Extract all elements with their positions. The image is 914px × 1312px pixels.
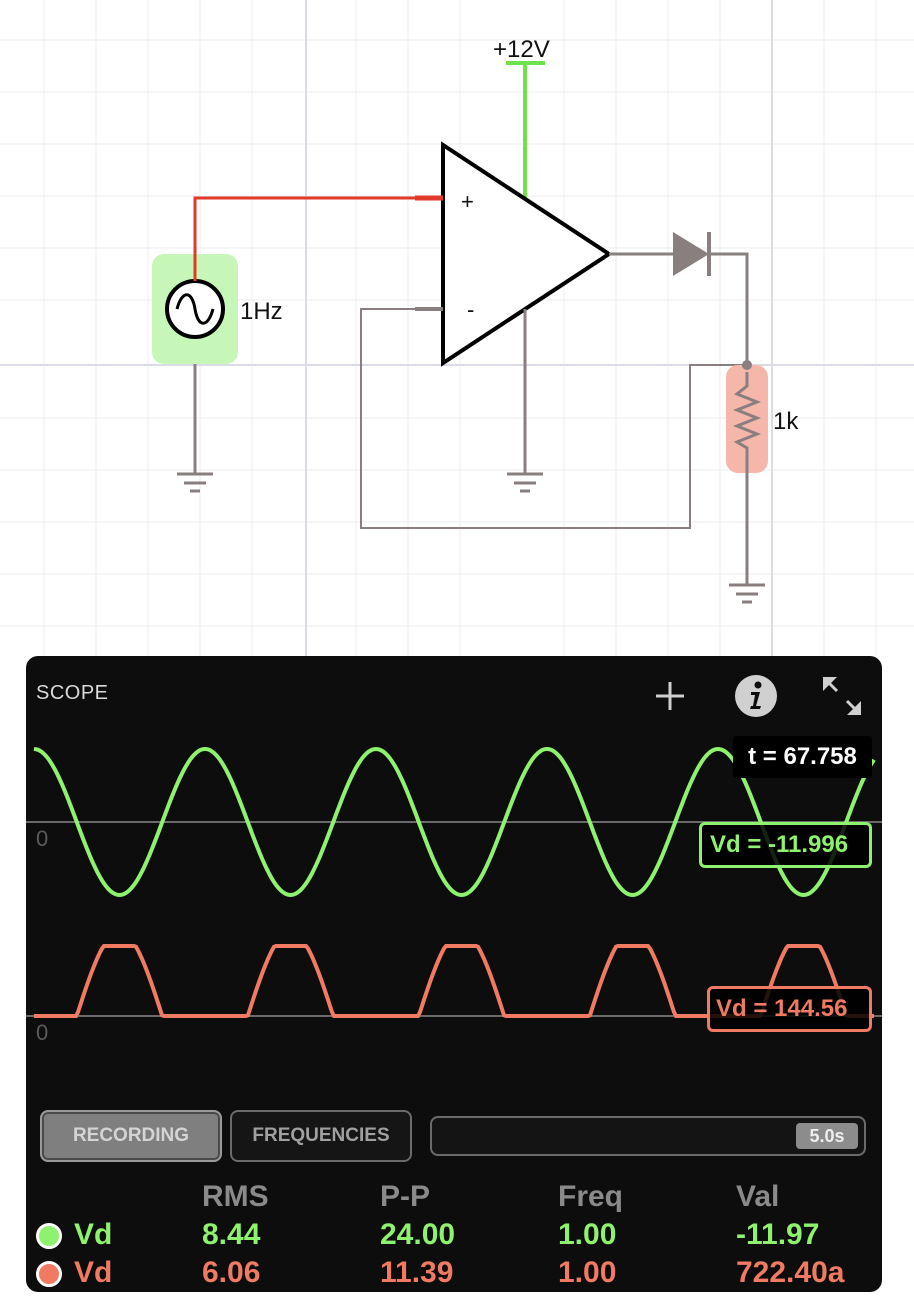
stats-freq-value: 1.00 <box>558 1256 617 1289</box>
resistor[interactable]: 1k <box>726 360 799 473</box>
opamp-plus-label: + <box>461 189 474 214</box>
opamp[interactable]: + - <box>441 141 613 367</box>
stats-table: RMS P-P Freq Val Vd 8.44 24.00 1.00 -11.… <box>26 1166 882 1292</box>
input-wire[interactable] <box>193 195 443 276</box>
stats-rms-value: 8.44 <box>202 1218 261 1251</box>
stats-val-value: -11.97 <box>736 1218 820 1251</box>
timebase-slider[interactable]: 5.0s <box>430 1116 866 1156</box>
stats-channel-name: Vd <box>74 1218 113 1251</box>
source-ground[interactable] <box>177 364 213 493</box>
zero-label-2: 0 <box>36 1020 48 1045</box>
source-frequency-label: 1Hz <box>240 298 283 325</box>
opamp-ground[interactable] <box>507 309 543 493</box>
timebase-value: 5.0s <box>796 1123 858 1149</box>
feedback-wire[interactable] <box>360 307 745 529</box>
channel1-toggle-icon[interactable] <box>36 1223 62 1249</box>
zero-label-1: 0 <box>36 826 48 851</box>
ac-source[interactable]: 1Hz <box>152 254 283 364</box>
scope-title: SCOPE <box>36 682 109 704</box>
channel1-readout: Vd = -11.996 <box>699 822 872 868</box>
expand-icon[interactable] <box>820 674 864 718</box>
supply-node[interactable]: +12V <box>493 36 550 198</box>
resistor-ground[interactable] <box>729 460 765 604</box>
stats-pp-value: 24.00 <box>380 1218 456 1251</box>
stats-freq-value: 1.00 <box>558 1218 617 1251</box>
stats-header-freq: Freq <box>558 1180 624 1213</box>
channel2-toggle-icon[interactable] <box>36 1261 62 1287</box>
stats-header-rms: RMS <box>202 1180 269 1213</box>
opamp-minus-label: - <box>467 297 474 322</box>
stats-pp-value: 11.39 <box>380 1256 454 1289</box>
resistor-label: 1k <box>773 408 799 435</box>
diode[interactable] <box>609 232 749 365</box>
frequencies-button[interactable]: FREQUENCIES <box>230 1110 412 1162</box>
time-readout: t = 67.758 <box>733 736 872 778</box>
stats-header-val: Val <box>736 1180 780 1213</box>
info-icon[interactable] <box>734 674 778 718</box>
scope-panel[interactable]: SCOPE 0 0 t = 67.758 Vd = -11.996 Vd = 1… <box>26 656 882 1292</box>
background-grid-major <box>0 0 914 656</box>
stats-header-pp: P-P <box>380 1180 431 1213</box>
stats-rms-value: 6.06 <box>202 1256 261 1289</box>
supply-label: +12V <box>493 36 550 63</box>
plus-icon[interactable] <box>648 674 692 718</box>
stats-row-channel1[interactable]: Vd 8.44 24.00 1.00 -11.97 <box>26 1218 882 1258</box>
recording-button[interactable]: RECORDING <box>40 1110 222 1162</box>
channel2-readout: Vd = 144.56 <box>707 986 872 1032</box>
stats-row-channel2[interactable]: Vd 6.06 11.39 1.00 722.40a <box>26 1256 882 1292</box>
stats-val-value: 722.40a <box>736 1256 845 1289</box>
stats-channel-name: Vd <box>74 1256 113 1289</box>
